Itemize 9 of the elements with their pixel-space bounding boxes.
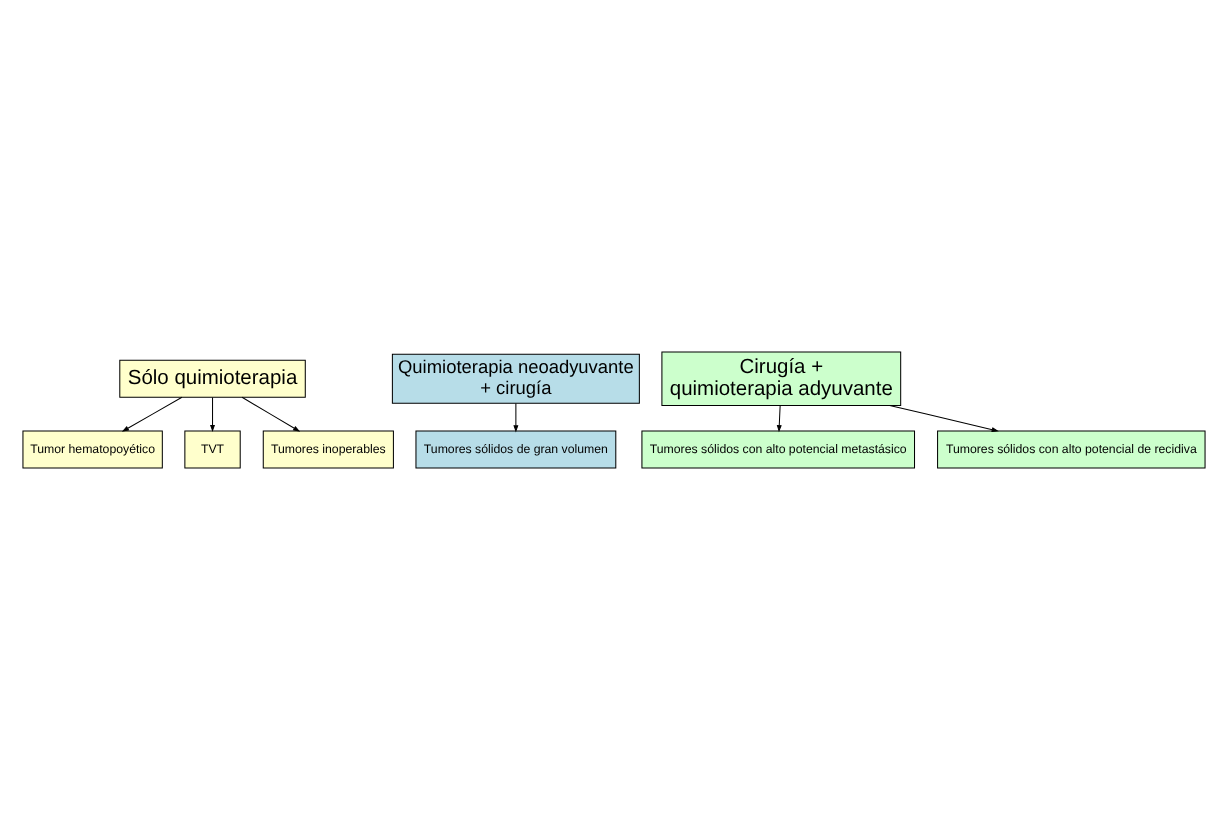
arrow [513, 402, 519, 433]
arrow [889, 404, 999, 433]
node-box: Quimioterapia neoadyuvante + cirugía [391, 353, 640, 404]
node-box: Cirugía + quimioterapia adyuvante [661, 351, 902, 406]
arrow [241, 396, 301, 432]
arrow [121, 396, 183, 432]
arrow [776, 405, 782, 433]
arrow [210, 396, 216, 433]
node-box: Sólo quimioterapia [119, 359, 306, 398]
